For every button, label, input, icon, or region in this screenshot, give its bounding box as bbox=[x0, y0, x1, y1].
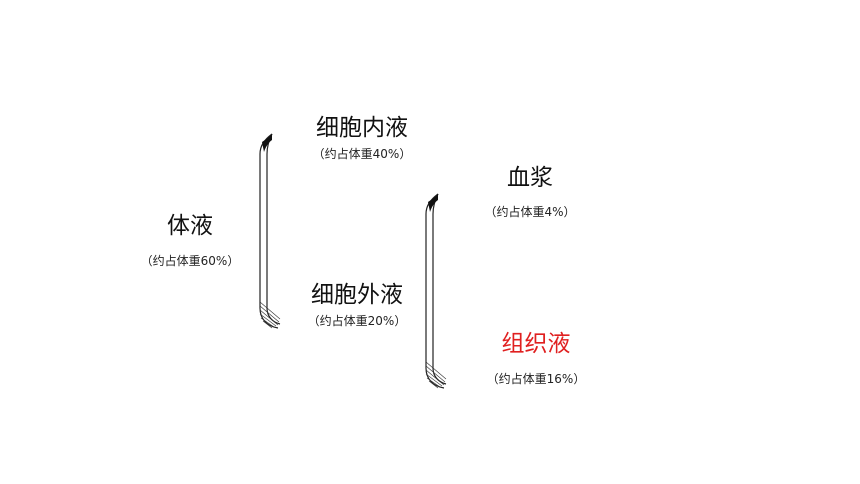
level1-label-intracellular: 细胞内液 bbox=[316, 115, 408, 141]
bracket-right bbox=[420, 192, 450, 390]
level2-note-plasma: （约占体重4%） bbox=[484, 205, 576, 219]
root-label: 体液 bbox=[167, 213, 213, 239]
level1-note-intracellular: （约占体重40%） bbox=[312, 147, 412, 161]
level1-label-extracellular: 细胞外液 bbox=[311, 282, 403, 308]
level2-label-interstitial: 组织液 bbox=[501, 331, 571, 357]
level1-note-extracellular: （约占体重20%） bbox=[307, 314, 407, 328]
level2-label-plasma: 血浆 bbox=[507, 165, 553, 191]
level2-note-interstitial: （约占体重16%） bbox=[486, 372, 586, 386]
bracket-left bbox=[254, 132, 284, 330]
root-note: （约占体重60%） bbox=[140, 254, 240, 268]
